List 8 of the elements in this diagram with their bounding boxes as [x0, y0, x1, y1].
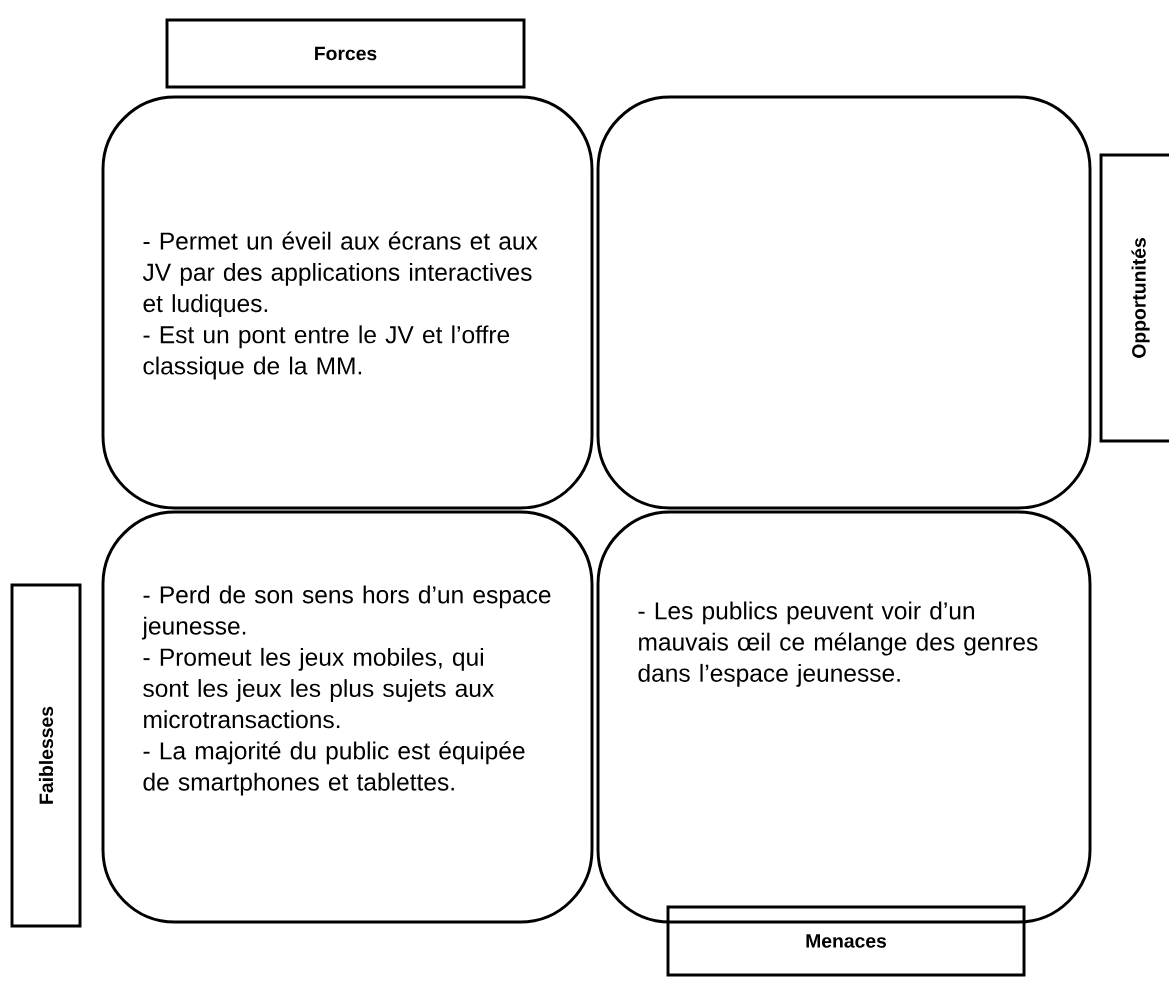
rounded-box: - Les publics peuvent voir d’un mauvais œil ce mélange des genres dans l’espace jeunesse. — [596, 510, 1092, 924]
rounded-box — [596, 95, 1092, 510]
label-box: Menaces — [666, 905, 1026, 977]
label-box: Opportunités — [1099, 153, 1169, 443]
label-box: Faiblesses — [10, 583, 82, 928]
rounded-box: - Permet un éveil aux écrans et aux JV par des applications interactives et ludiques. - Est un pont entre le JV et l’offre classique de la MM. — [101, 95, 594, 510]
label-box: Forces — [165, 18, 526, 89]
rounded-box: - Perd de son sens hors d’un espace jeunesse. - Promeut les jeux mobiles, qui sont les jeux les plus sujets aux microtransactions. - La majorité du public est équipée de smartphones et tablettes. — [101, 510, 594, 924]
